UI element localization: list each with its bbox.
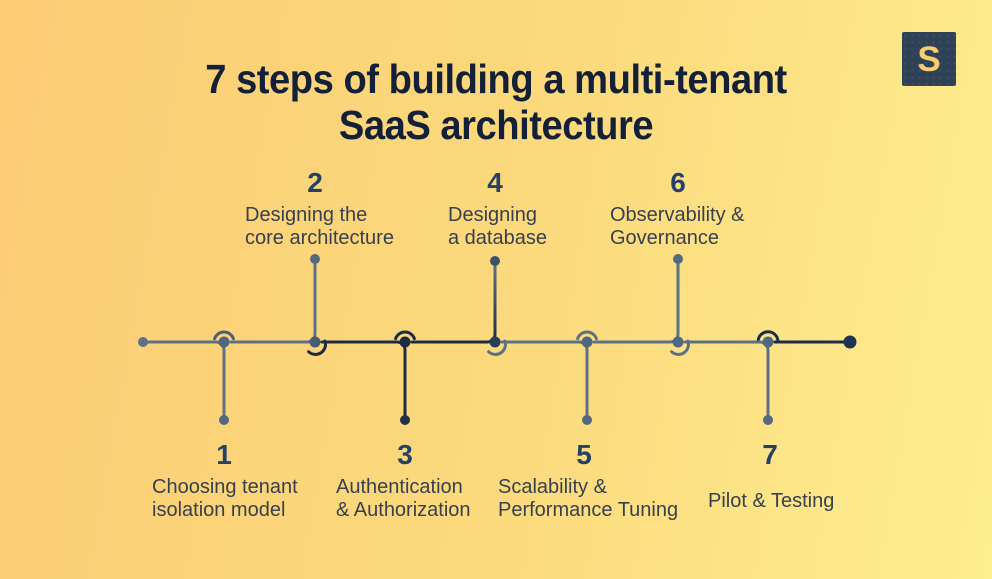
step-number: 5 <box>576 439 592 470</box>
branch-step-6 <box>668 262 680 344</box>
step-label-line: Performance Tuning <box>498 499 679 521</box>
branch-dot-4 <box>490 256 500 266</box>
step-number: 3 <box>397 439 413 470</box>
step-label: Designing a database <box>448 204 547 250</box>
step-number: 1 <box>216 439 232 470</box>
step-number: 4 <box>487 167 503 198</box>
branch-dot-2 <box>310 254 320 264</box>
branch-dot-5 <box>582 415 592 425</box>
branch-step-7 <box>758 340 770 417</box>
node-dot-2 <box>309 336 321 348</box>
branch-step-4 <box>485 262 497 344</box>
node-dot-6 <box>672 336 684 348</box>
step-label: Observability & Governance <box>610 204 745 250</box>
step-label-line: Authentication <box>336 476 463 498</box>
step-label-line: isolation model <box>152 499 286 521</box>
node-arcs <box>213 330 780 356</box>
arc-step-4 <box>487 339 507 356</box>
end-dot <box>843 335 857 349</box>
step-label-line: Designing <box>448 204 537 226</box>
step-label-line: Choosing tenant <box>152 476 298 498</box>
node-dots <box>138 335 857 349</box>
brand-logo-letter: S <box>917 39 941 79</box>
branch-dot-1 <box>219 415 229 425</box>
step-label-line: & Authorization <box>336 499 471 521</box>
start-dot <box>138 337 148 347</box>
branch-dots <box>219 254 773 425</box>
step-label: Authentication & Authorization <box>336 476 471 522</box>
node-dot-1 <box>218 336 230 348</box>
page-title-line-1: 7 steps of building a multi-tenant <box>205 56 787 102</box>
branch-dot-6 <box>673 254 683 264</box>
step-label: Designing the core architecture <box>245 204 394 250</box>
arc-step-2 <box>307 339 327 356</box>
arc-step-1 <box>213 330 235 341</box>
branch-step-3 <box>395 340 407 417</box>
node-dot-3 <box>399 336 411 348</box>
step-number: 2 <box>307 167 323 198</box>
node-dot-5 <box>581 336 593 348</box>
page-title-line-2: SaaS architecture <box>338 102 654 148</box>
brand-logo: S <box>902 32 956 86</box>
branch-dot-3 <box>400 415 410 425</box>
step-label-line: Scalability & <box>498 476 607 498</box>
branch-step-5 <box>577 340 589 417</box>
arc-step-3 <box>394 330 416 341</box>
step-label: Pilot & Testing <box>708 490 834 513</box>
step-label-line: Designing the <box>245 204 368 226</box>
node-dot-7 <box>762 336 774 348</box>
step-number: 6 <box>670 167 686 198</box>
step-label: Choosing tenant isolation model <box>152 476 298 522</box>
step-label-line: a database <box>448 227 547 249</box>
branch-step-2 <box>305 262 317 344</box>
node-dot-4 <box>489 336 501 348</box>
step-label-line: core architecture <box>245 227 394 249</box>
arc-step-5 <box>576 330 598 341</box>
branch-step-1 <box>214 340 226 417</box>
arc-step-7 <box>756 330 780 343</box>
arc-step-6 <box>670 339 690 356</box>
step-label: Scalability & Performance Tuning <box>498 476 678 522</box>
step-label-line: Governance <box>610 227 719 249</box>
page-title: 7 steps of building a multi-tenant SaaS … <box>35 56 958 148</box>
step-label-line: Observability & <box>610 204 745 226</box>
step-number: 7 <box>762 439 778 470</box>
branch-dot-7 <box>763 415 773 425</box>
step-label-line: Pilot & Testing <box>708 490 835 512</box>
